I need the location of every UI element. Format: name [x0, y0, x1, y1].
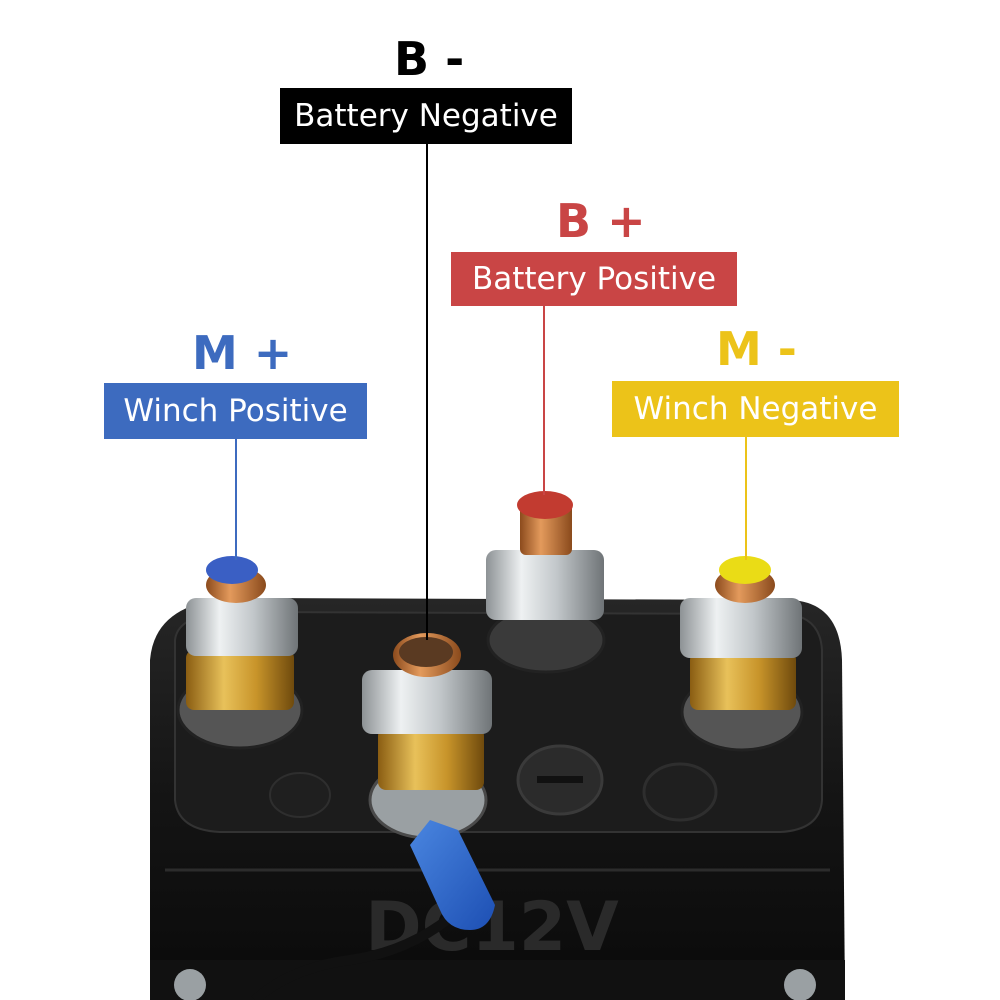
polarity-symbol-recess: [269, 744, 718, 822]
terminal-cap-m-plus: [206, 556, 258, 584]
terminal-m-minus: [680, 556, 804, 752]
label-battery-positive: Battery Positive: [451, 252, 737, 306]
terminal-cap-b-minus: [399, 637, 453, 667]
ring-terminal-wire: [251, 820, 495, 1000]
label-code-b-plus: B +: [556, 194, 646, 248]
terminal-m-plus: [176, 556, 304, 750]
label-winch-positive: Winch Positive: [104, 383, 367, 439]
terminal-cap-b-plus: [517, 491, 573, 519]
label-code-m-plus: M +: [192, 326, 293, 380]
label-winch-negative: Winch Negative: [612, 381, 899, 437]
terminal-cap-m-minus: [719, 556, 771, 584]
label-battery-negative: Battery Negative: [280, 88, 572, 144]
terminal-b-minus: [362, 633, 492, 840]
label-code-m-minus: M -: [716, 322, 797, 376]
terminal-b-plus: [486, 491, 606, 674]
label-code-b-minus: B -: [394, 32, 465, 86]
